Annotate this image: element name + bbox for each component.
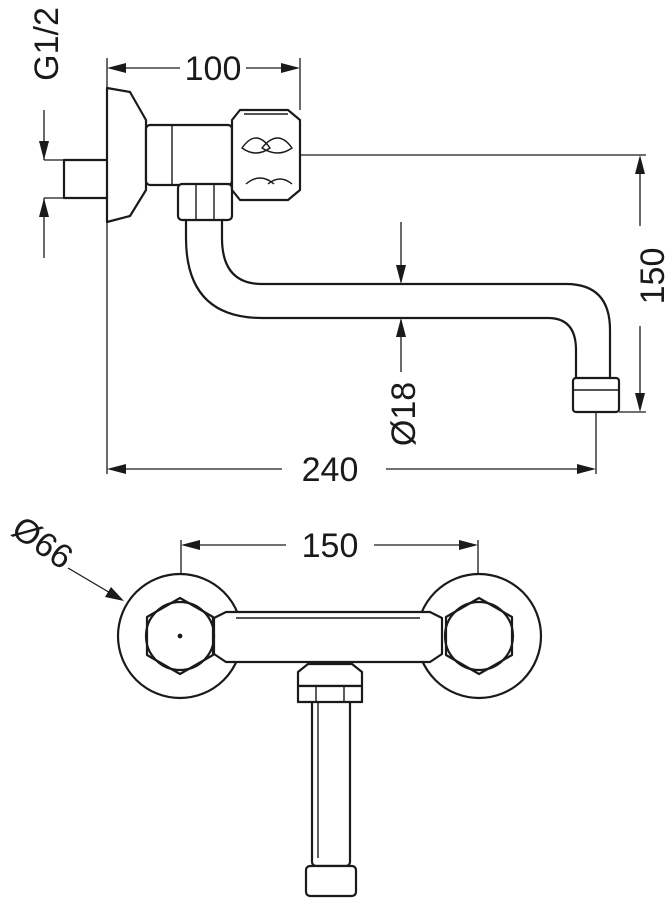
center-mark (177, 633, 183, 639)
right-handle-hex (444, 596, 514, 676)
top-aerator (304, 864, 358, 898)
top-view-dimensions: 150 Ø66 (5, 509, 479, 601)
wall-nipple (62, 158, 110, 200)
pipe-diameter-label: Ø18 (385, 382, 423, 446)
top-coupling-nut (296, 662, 364, 688)
wall-flange (105, 86, 148, 224)
side-view (62, 86, 621, 414)
thread-dimension-label: G1/2 (28, 7, 66, 81)
side-view-dimensions: 100 G1/2 150 Ø18 240 (28, 7, 665, 489)
center-distance-label: 150 (302, 527, 359, 565)
reach-dimension-label: 240 (302, 451, 359, 489)
spout-coupling-nut (176, 182, 234, 222)
top-valve-body (212, 610, 444, 664)
spout-pipe-outer (184, 218, 578, 382)
depth-dimension-label: 100 (185, 50, 242, 88)
valve-body (144, 123, 234, 187)
flange-diameter-label: Ø66 (5, 509, 79, 577)
height-dimension-label: 150 (634, 248, 665, 305)
spout-pipe-inner (220, 218, 612, 382)
top-view (116, 572, 543, 898)
aerator (571, 376, 621, 414)
handle (230, 108, 302, 202)
